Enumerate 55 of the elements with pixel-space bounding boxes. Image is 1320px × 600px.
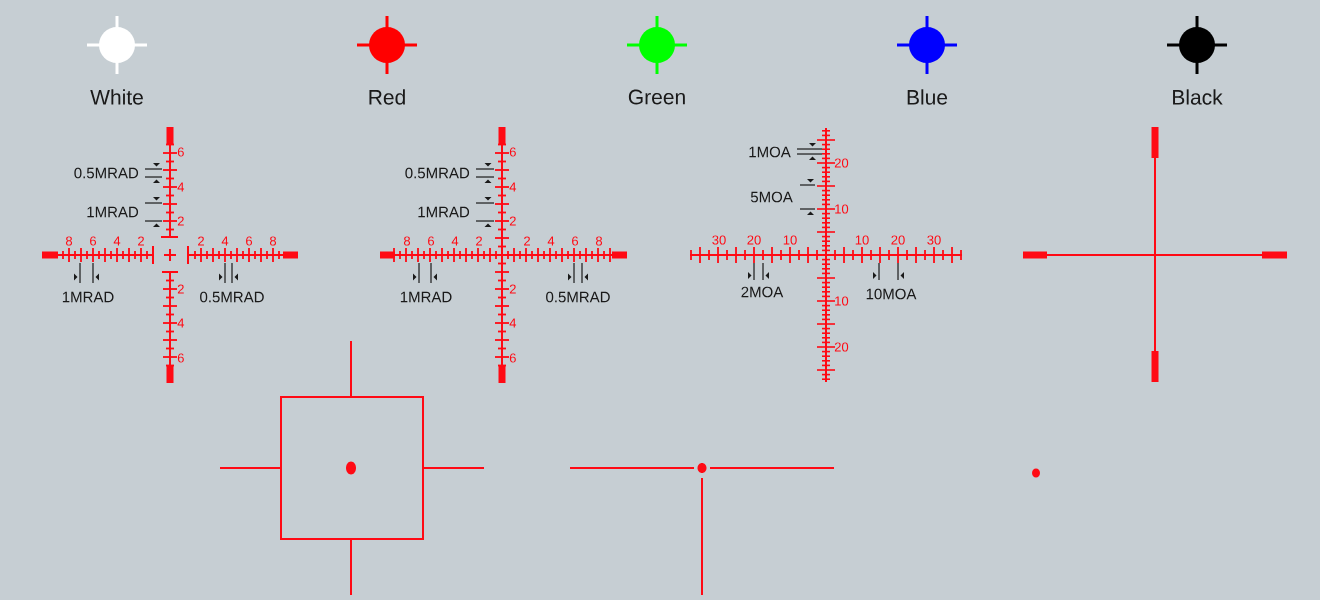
scale-number: 8 [403,236,411,246]
unit-label: 2MOA [741,286,784,298]
scale-number: 20 [834,158,849,168]
scale-number: 4 [177,182,185,192]
scale-number: 8 [269,236,277,246]
legend-label: Green [628,89,685,105]
unit-label: 0.5MRAD [200,291,264,303]
unit-label: 1MRAD [400,291,452,303]
scale-number: 20 [834,342,849,352]
unit-label: 5MOA [750,191,793,203]
scale-number: 6 [177,147,184,157]
scale-number: 2 [476,236,482,246]
scale-number: 2 [509,284,516,294]
scale-number: 6 [509,353,516,363]
scale-number: 4 [451,236,459,246]
scale-number: 4 [113,236,121,246]
unit-label: 1MRAD [62,291,114,303]
unit-label: 0.5MRAD [546,291,610,303]
unit-label: 1MRAD [418,206,470,218]
scale-number: 10 [783,235,797,245]
scale-number: 10 [835,296,849,306]
scale-number: 6 [572,236,579,246]
scale-number: 6 [177,353,184,363]
scale-number: 4 [547,236,555,246]
legend-label: Black [1173,89,1223,105]
scale-number: 10 [855,235,869,245]
unit-label: 10MOA [866,288,917,300]
scale-number: 4 [177,318,185,328]
legend-label: White [90,89,143,105]
scale-number: 20 [747,235,761,245]
scale-number: 6 [509,147,516,157]
scale-number: 2 [138,236,144,246]
scale-number: 2 [198,236,204,246]
scale-number: 20 [891,235,905,245]
scale-number: 2 [177,216,184,226]
scale-number: 2 [524,236,530,246]
scale-number: 30 [927,235,941,245]
scale-number: 6 [428,236,435,246]
scale-number: 6 [90,236,97,246]
scale-number: 8 [65,236,73,246]
scale-number: 4 [221,236,229,246]
scale-number: 2 [177,284,184,294]
legend-label: Blue [907,89,948,105]
scale-number: 4 [509,318,517,328]
scale-number: 8 [595,236,603,246]
legend-label: Red [369,89,405,105]
unit-label: 1MOA [749,146,791,158]
scale-number: 30 [712,235,726,245]
unit-label: 0.5MRAD [74,167,139,179]
scale-number: 4 [509,182,517,192]
scale-number: 10 [835,204,849,214]
unit-label: 0.5MRAD [405,167,470,179]
unit-label: 1MRAD [87,206,139,218]
scale-number: 6 [246,236,253,246]
scale-number: 2 [509,216,516,226]
